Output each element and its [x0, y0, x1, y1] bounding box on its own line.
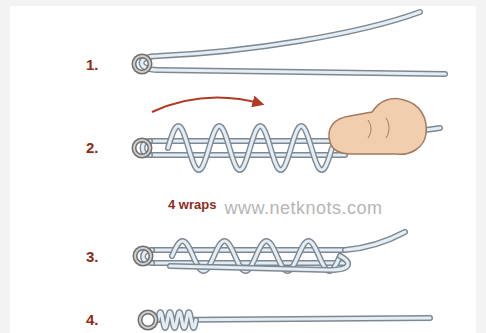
fishing-line	[150, 139, 345, 142]
wrap-count: 4 wraps	[168, 197, 216, 212]
fishing-line	[170, 256, 348, 270]
hook-eye	[140, 312, 156, 328]
watermark: www.netknots.com	[224, 198, 382, 219]
knot	[158, 312, 196, 328]
ground	[10, 6, 476, 333]
fishing-line	[170, 256, 348, 270]
step-number: 3.	[86, 248, 99, 265]
hook-eye	[140, 312, 156, 328]
hook-eye	[134, 140, 150, 156]
hook-eye	[134, 56, 150, 72]
direction-arrow	[152, 98, 262, 112]
line-wraps	[168, 126, 332, 170]
step-number: 4.	[86, 311, 99, 328]
step-number: 1.	[86, 56, 99, 73]
step-number: 2.	[86, 139, 99, 156]
fishing-line	[160, 318, 430, 320]
knot	[158, 312, 196, 328]
hook-eye	[135, 248, 151, 264]
line-wraps	[168, 126, 332, 170]
fishing-line	[345, 232, 405, 250]
hook-eye	[134, 56, 150, 72]
hook-eye	[135, 248, 151, 264]
fishing-line	[345, 232, 405, 250]
fishing-line	[142, 12, 446, 74]
fishing-line	[150, 138, 345, 144]
hook-eye	[134, 140, 150, 156]
line-drawing	[134, 12, 445, 328]
finger	[329, 99, 426, 155]
fishing-line	[160, 318, 430, 320]
fishing-line	[142, 12, 446, 74]
